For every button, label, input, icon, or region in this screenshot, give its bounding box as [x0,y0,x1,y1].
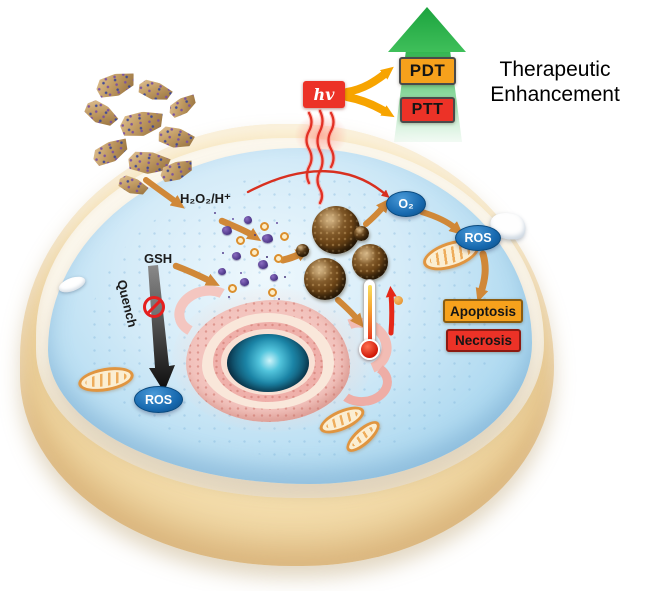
nanosphere [354,226,369,241]
o2-badge: O₂ [386,191,426,217]
ros-badge-left: ROS [134,386,183,413]
pdt-box: PDT [399,57,456,85]
quantum-dot [262,234,273,243]
released-ions-cluster [210,208,302,308]
quantum-dot [232,252,241,260]
quantum-dot [270,274,278,281]
thermometer-fill [368,285,372,341]
quantum-dot [240,278,249,286]
prohibition-icon [143,296,165,318]
quantum-dot [244,216,252,224]
nanosheet-flake [166,92,200,121]
ion-dot [274,254,283,263]
nanosheet-flake [90,135,133,169]
hv-light-box: hv [303,81,345,108]
quantum-dot [218,268,226,275]
nanosheet-flake [81,96,120,132]
nanosphere [296,244,309,257]
necrosis-box: Necrosis [446,329,521,352]
thermometer-bulb [359,339,380,360]
nanosheet-flake [136,77,174,106]
nanosheet-flake [94,69,138,101]
nanosphere [352,244,388,280]
title-line-1: Therapeutic [499,58,611,81]
ion-dot [236,236,245,245]
orange-vesicle [394,296,403,305]
ion-dot [228,284,237,293]
gsh-label: GSH [144,251,173,266]
hv-branch-arrows [343,66,395,118]
title-line-2: Enhancement [490,83,620,106]
quantum-dot [222,226,232,235]
quantum-dot [258,260,268,269]
nanosphere [312,206,360,254]
nucleus-core [227,334,309,392]
nanosphere [304,258,346,300]
ros-badge-right: ROS [455,225,501,251]
ion-dot [260,222,269,231]
h2o2-label: H₂O₂/H⁺ [180,191,231,206]
ion-dot [268,288,277,297]
laser-entry-glow [294,114,348,156]
ptt-box: PTT [400,97,455,123]
nanosheet-flake [119,109,166,139]
apoptosis-box: Apoptosis [443,299,523,323]
ion-dot [280,232,289,241]
figure-title: Therapeutic Enhancement [462,57,648,107]
ion-dot [250,248,259,257]
